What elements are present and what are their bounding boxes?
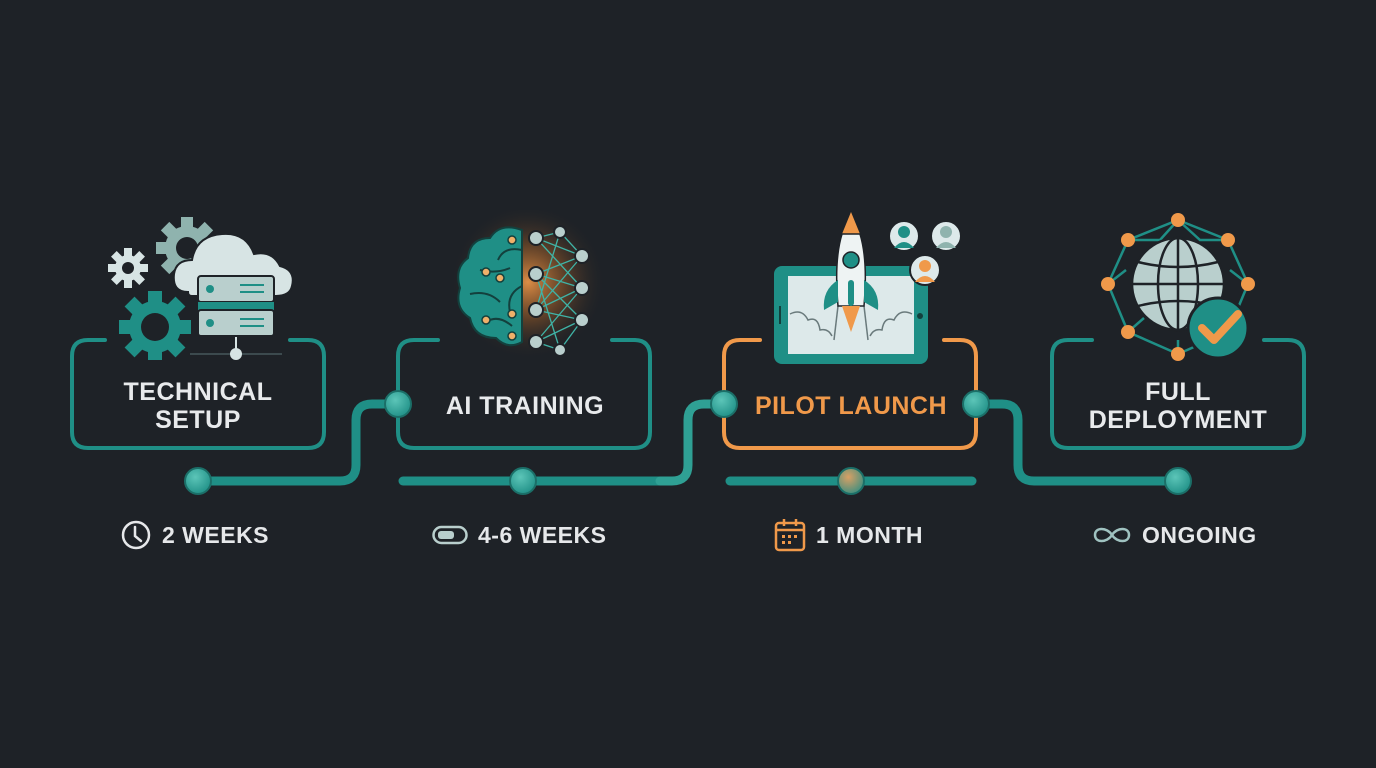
duration-text: ONGOING <box>1142 521 1257 548</box>
card-border-ai-training <box>396 338 652 450</box>
duration-text: 1 MONTH <box>816 521 923 548</box>
progress-bar-icon <box>432 525 468 545</box>
infinity-icon <box>1093 527 1131 543</box>
card-border-full-deployment <box>1050 338 1306 450</box>
duration-full-deployment: ONGOING <box>1092 518 1257 552</box>
rocket-tablet-users-icon <box>772 210 972 371</box>
duration-text: 4-6 WEEKS <box>478 521 607 548</box>
clock-icon <box>121 520 151 550</box>
gears-cloud-server-icon <box>100 210 310 365</box>
card-connector-node-3-right <box>962 390 990 418</box>
timeline-node-4 <box>1164 467 1192 495</box>
stage-label-line: PILOT LAUNCH <box>754 392 948 420</box>
brain-neural-network-icon <box>440 204 620 365</box>
timeline-node-3 <box>837 467 865 495</box>
globe-network-check-icon <box>1100 210 1260 371</box>
card-connector-node-2 <box>384 390 412 418</box>
card-border-technical-setup <box>70 338 326 450</box>
stage-label-ai-training: AI TRAINING <box>414 390 636 422</box>
stage-label-pilot-launch: PILOT LAUNCH <box>740 390 962 422</box>
duration-text: 2 WEEKS <box>162 521 270 548</box>
duration-pilot-launch: 1 MONTH <box>774 518 923 552</box>
card-connector-node-3-left <box>710 390 738 418</box>
card-border-pilot-launch <box>722 338 978 450</box>
duration-technical-setup: 2 WEEKS <box>120 518 269 552</box>
timeline-node-1 <box>184 467 212 495</box>
stage-label-technical-setup: TECHNICAL SETUP <box>76 378 320 434</box>
stage-label-line: SETUP <box>155 406 241 434</box>
duration-ai-training: 4-6 WEEKS <box>432 518 606 552</box>
timeline-node-2 <box>509 467 537 495</box>
calendar-icon <box>774 519 806 552</box>
stage-label-line: DEPLOYMENT <box>1088 406 1268 434</box>
stage-label-line: TECHNICAL <box>123 378 273 406</box>
stage-label-line: FULL <box>1145 378 1211 406</box>
stage-label-line: AI TRAINING <box>445 392 605 420</box>
stage-label-full-deployment: FULL DEPLOYMENT <box>1056 378 1300 434</box>
